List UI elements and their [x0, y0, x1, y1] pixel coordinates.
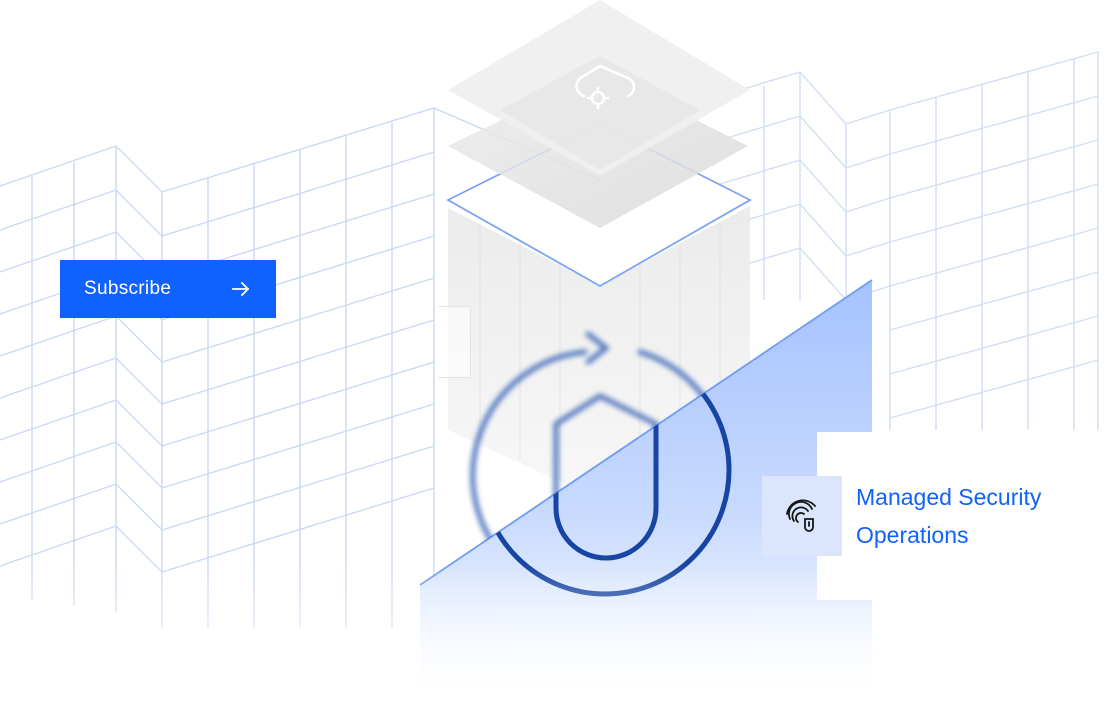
ghost-tab [438, 306, 471, 378]
subscribe-button[interactable]: Subscribe [60, 260, 276, 318]
subscribe-label: Subscribe [84, 278, 172, 299]
feature-card[interactable] [817, 432, 1108, 600]
card-title[interactable]: Managed Security Operations [856, 484, 1042, 548]
arrow-right-icon [232, 281, 250, 297]
card-icon-tile [762, 476, 842, 556]
fingerprint-shield-icon [786, 499, 816, 532]
